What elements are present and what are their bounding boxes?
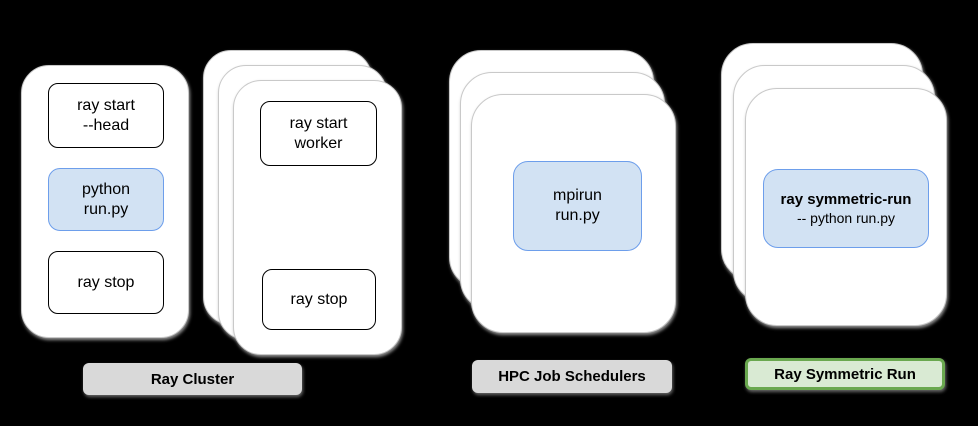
command-text: ray start xyxy=(77,96,135,114)
badge-hpc-job-schedulers: HPC Job Schedulers xyxy=(472,360,672,393)
hpc-node-card-front: mpirun run.py xyxy=(471,94,676,333)
command-text: run.py xyxy=(83,200,129,218)
command-box-ray-stop: ray stop xyxy=(262,269,376,330)
worker-node-card-front: ray start worker ray stop xyxy=(233,80,402,355)
command-text: -- python run.py xyxy=(796,209,896,226)
command-text: ray start xyxy=(289,114,348,132)
symmetric-node-card-front: ray symmetric-run -- python run.py xyxy=(745,88,947,326)
command-text: run.py xyxy=(555,207,600,224)
command-text: --head xyxy=(82,116,130,134)
command-text: ray stop xyxy=(77,273,135,291)
command-box-ray-start-head: ray start --head xyxy=(48,83,164,148)
command-box-ray-start-worker: ray start worker xyxy=(260,101,377,166)
badge-ray-symmetric-run: Ray Symmetric Run xyxy=(745,358,945,390)
badge-label: Ray Symmetric Run xyxy=(774,365,916,383)
command-text: worker xyxy=(294,134,343,152)
command-box-ray-symmetric-run: ray symmetric-run -- python run.py xyxy=(763,169,929,248)
command-text: ray stop xyxy=(290,290,348,308)
command-box-python-run: python run.py xyxy=(48,168,164,231)
command-text: python xyxy=(81,180,131,198)
badge-label: HPC Job Schedulers xyxy=(498,368,646,385)
command-text: mpirun xyxy=(553,187,602,204)
command-text: ray symmetric-run xyxy=(780,190,912,208)
head-node-card: ray start --head python run.py ray stop xyxy=(21,65,189,338)
command-box-ray-stop: ray stop xyxy=(48,251,164,314)
command-box-mpirun: mpirun run.py xyxy=(513,161,642,251)
badge-ray-cluster: Ray Cluster xyxy=(83,363,302,395)
badge-label: Ray Cluster xyxy=(150,370,235,388)
